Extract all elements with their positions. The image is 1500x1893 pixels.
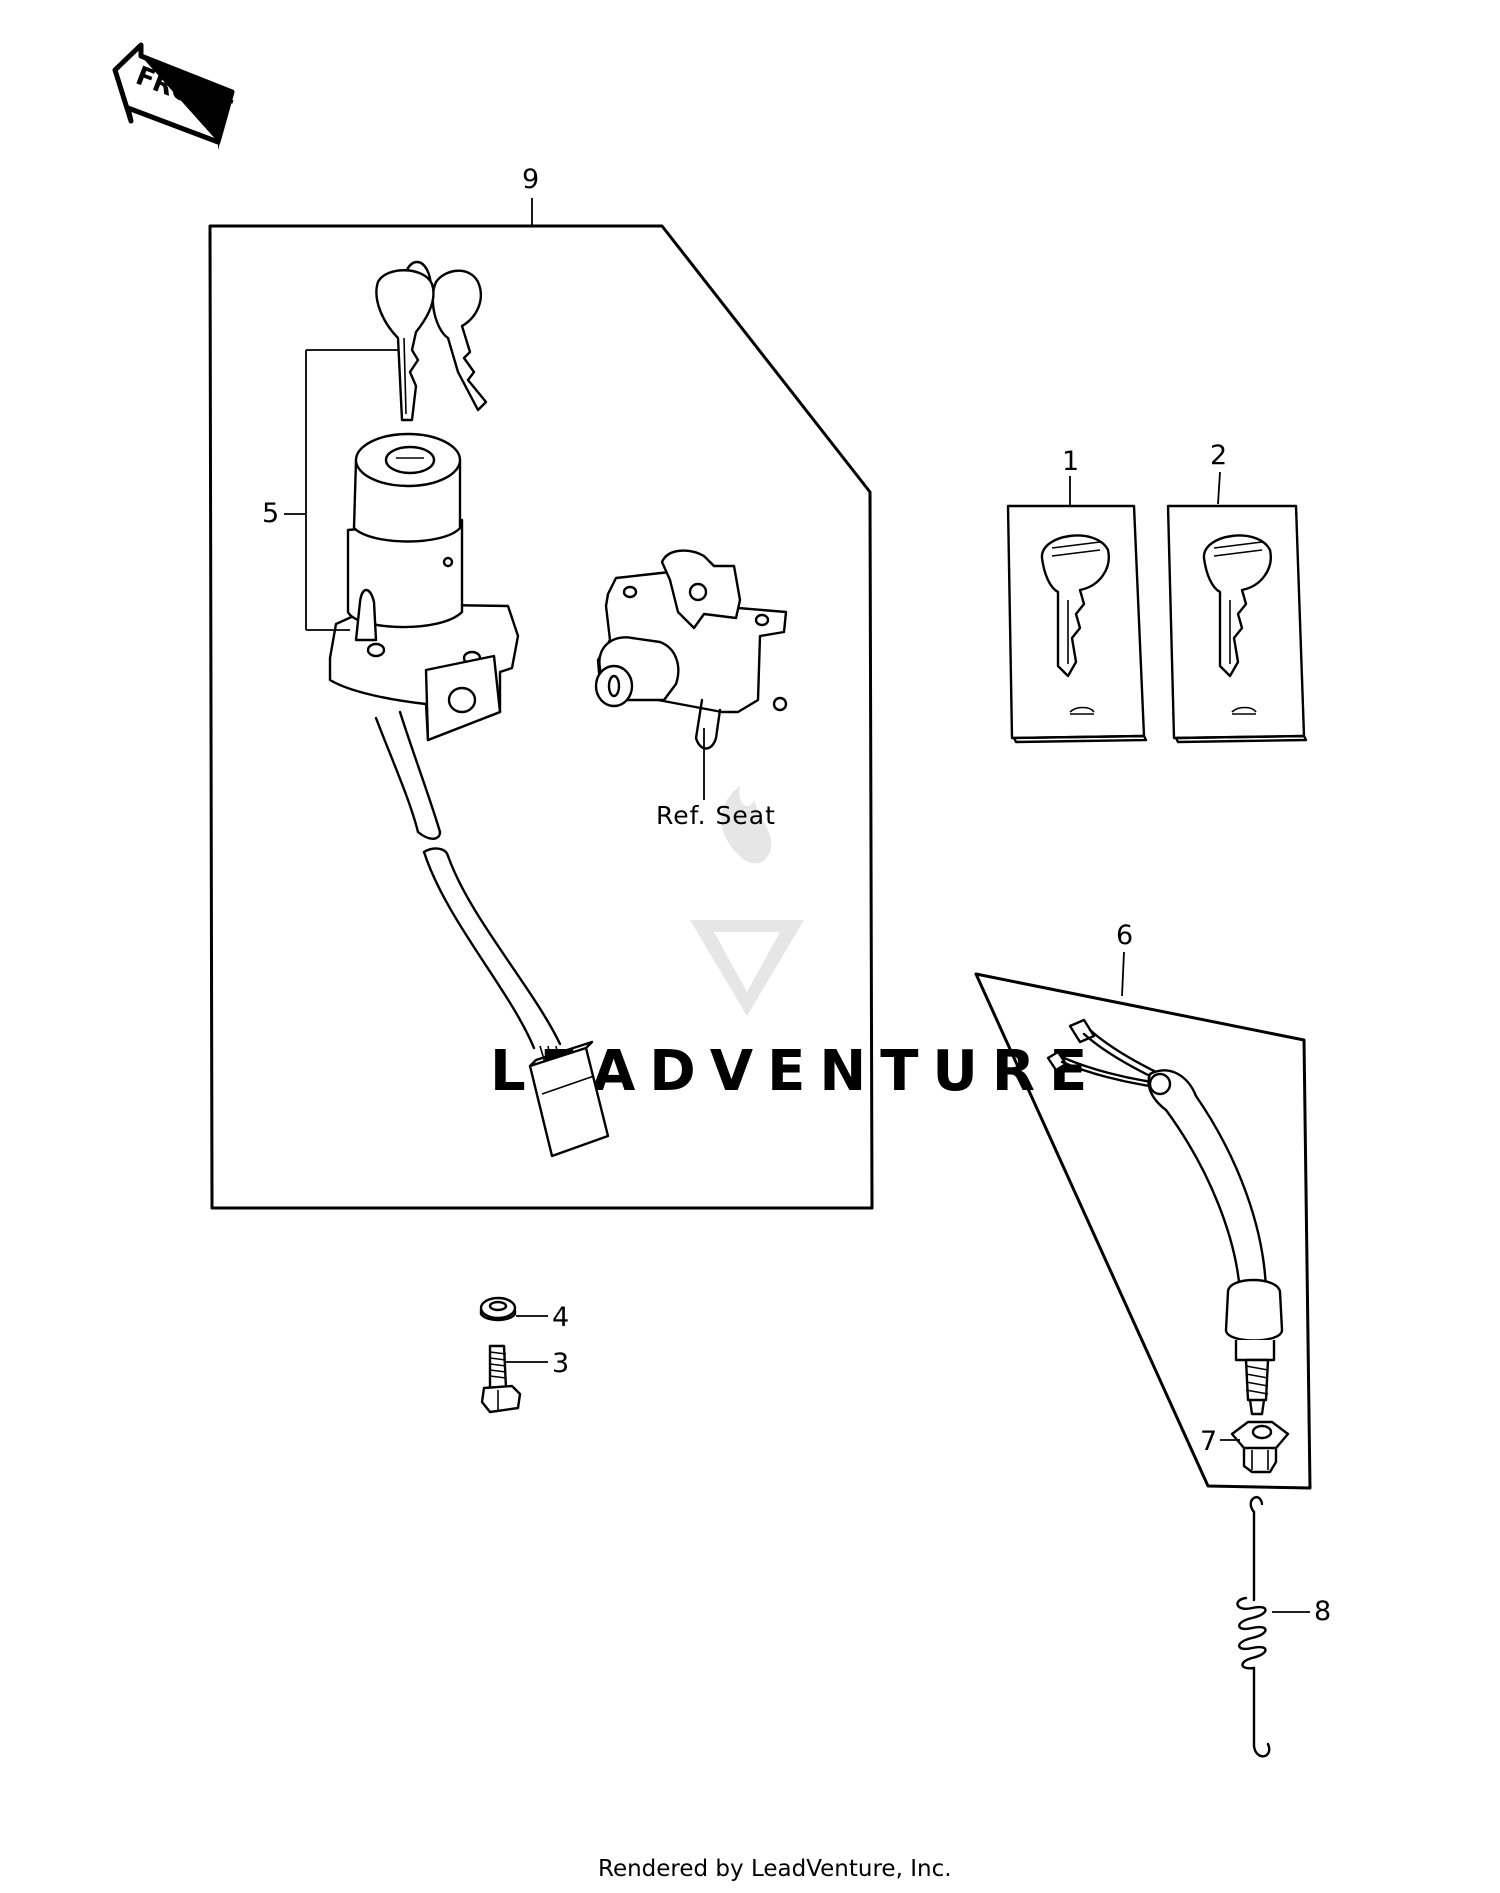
rendered-by-footer: Rendered by LeadVenture, Inc. (598, 1856, 952, 1882)
key-card-2 (1166, 504, 1308, 744)
switch-sensor-illustration (1046, 1018, 1284, 1416)
callout-8: 8 (1314, 1596, 1331, 1627)
watermark-flame-icon (721, 786, 772, 864)
seat-lock-illustration (594, 549, 788, 800)
washer-4 (479, 1296, 517, 1322)
ref-seat-note: Ref. Seat (656, 801, 776, 830)
callout-6: 6 (1116, 920, 1133, 951)
callout-2: 2 (1210, 440, 1227, 471)
ignition-switch-illustration (328, 432, 610, 1158)
callout-3: 3 (552, 1348, 569, 1379)
spring-8 (1236, 1496, 1271, 1758)
callout-9: 9 (522, 164, 539, 195)
key-card-1 (1006, 504, 1148, 744)
kit-outline-9 (208, 224, 874, 1210)
callout-1: 1 (1062, 446, 1079, 477)
callout-4: 4 (552, 1302, 569, 1333)
watermark-v-icon (690, 920, 804, 1016)
key-set-illustration (375, 260, 488, 422)
callout-7: 7 (1200, 1426, 1217, 1457)
nut-7 (1230, 1420, 1290, 1474)
callout-5: 5 (262, 498, 279, 529)
bolt-3 (480, 1344, 522, 1414)
front-arrow-logo: FRONT (112, 42, 235, 150)
switch-outline-6 (974, 972, 1312, 1490)
